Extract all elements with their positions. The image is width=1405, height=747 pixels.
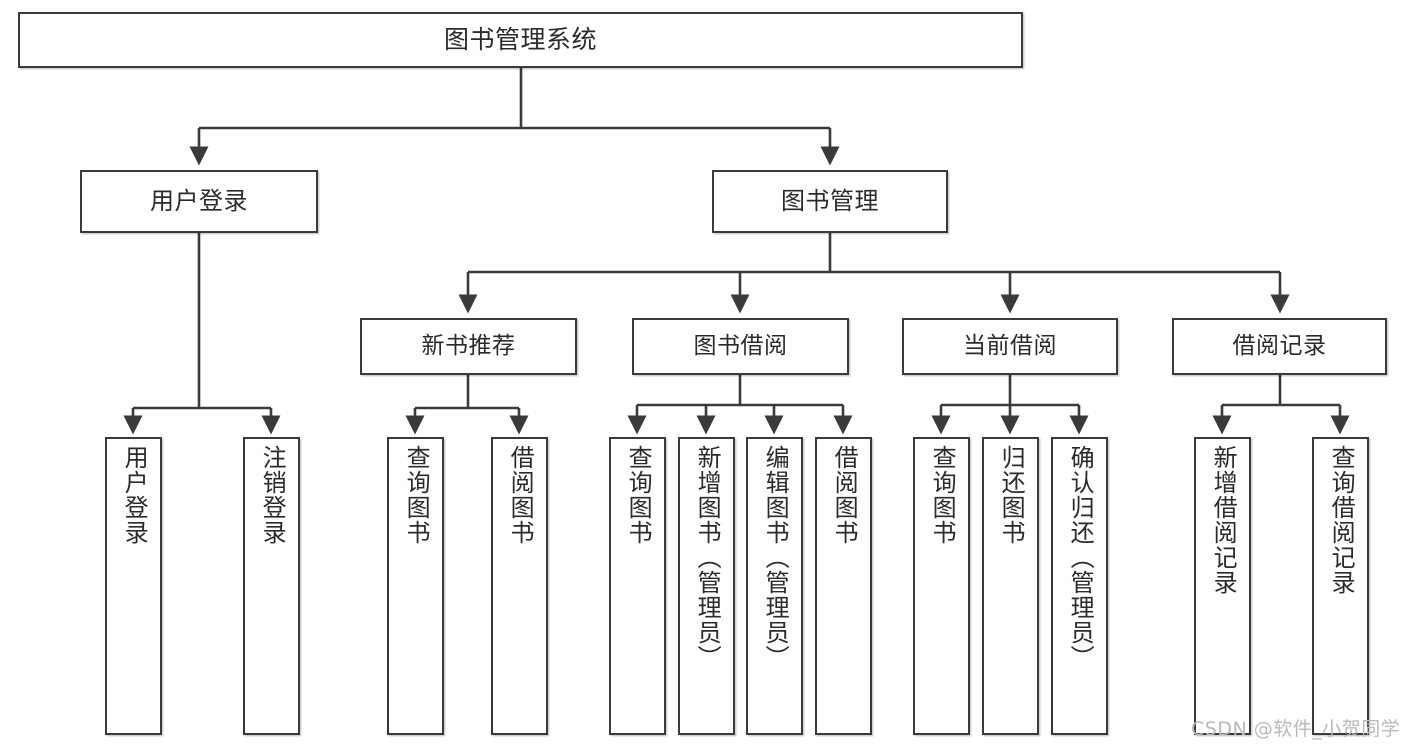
node-label: 图书借阅 [693, 332, 788, 359]
node-label: 图书管理系统 [443, 25, 597, 55]
node-root-system[interactable]: 图书管理系统 [18, 12, 1023, 68]
node-leaf-add-record[interactable]: 新增借阅记录 [1194, 437, 1251, 735]
node-label: 用户登录 [120, 445, 149, 545]
node-leaf-return-book[interactable]: 归还图书 [982, 437, 1039, 735]
watermark-credit: CSDN @软件_小贺同学 [1191, 718, 1401, 740]
node-label: 当前借阅 [963, 332, 1057, 359]
node-label: 新增借阅记录 [1209, 445, 1238, 595]
node-label: 借阅记录 [1232, 332, 1327, 359]
node-new-book-recommend[interactable]: 新书推荐 [360, 318, 577, 375]
node-leaf-query-book-2[interactable]: 查询图书 [609, 437, 666, 735]
node-leaf-query-book-3[interactable]: 查询图书 [913, 437, 970, 735]
node-leaf-user-login[interactable]: 用户登录 [105, 437, 162, 735]
node-leaf-query-record[interactable]: 查询借阅记录 [1312, 437, 1369, 735]
node-leaf-borrow-book-1[interactable]: 借阅图书 [491, 437, 548, 735]
node-leaf-edit-book[interactable]: 编辑图书（管理员） [746, 437, 803, 735]
node-label: 查询图书 [402, 445, 431, 545]
node-label: 借阅图书 [830, 445, 859, 545]
node-label: 图书管理 [781, 187, 879, 216]
node-label: 编辑图书（管理员） [761, 445, 790, 670]
node-label: 查询借阅记录 [1327, 445, 1356, 595]
node-label: 借阅图书 [506, 445, 535, 545]
node-leaf-add-book[interactable]: 新增图书（管理员） [678, 437, 735, 735]
node-leaf-user-logout[interactable]: 注销登录 [243, 437, 300, 735]
node-borrow-record[interactable]: 借阅记录 [1172, 318, 1387, 375]
node-leaf-query-book-1[interactable]: 查询图书 [387, 437, 444, 735]
node-label: 新增图书（管理员） [693, 445, 722, 670]
node-book-manage[interactable]: 图书管理 [712, 170, 948, 233]
node-user-login[interactable]: 用户登录 [80, 170, 318, 233]
node-leaf-confirm-return[interactable]: 确认归还（管理员） [1051, 437, 1108, 735]
node-label: 查询图书 [624, 445, 653, 545]
node-label: 用户登录 [150, 187, 248, 216]
node-label: 注销登录 [258, 445, 287, 545]
node-label: 新书推荐 [421, 332, 516, 359]
node-label: 确认归还（管理员） [1066, 445, 1095, 670]
node-label: 归还图书 [997, 445, 1026, 545]
node-book-borrow[interactable]: 图书借阅 [632, 318, 849, 375]
node-leaf-borrow-book-2[interactable]: 借阅图书 [815, 437, 872, 735]
node-current-borrow[interactable]: 当前借阅 [902, 318, 1118, 375]
node-label: 查询图书 [928, 445, 957, 545]
